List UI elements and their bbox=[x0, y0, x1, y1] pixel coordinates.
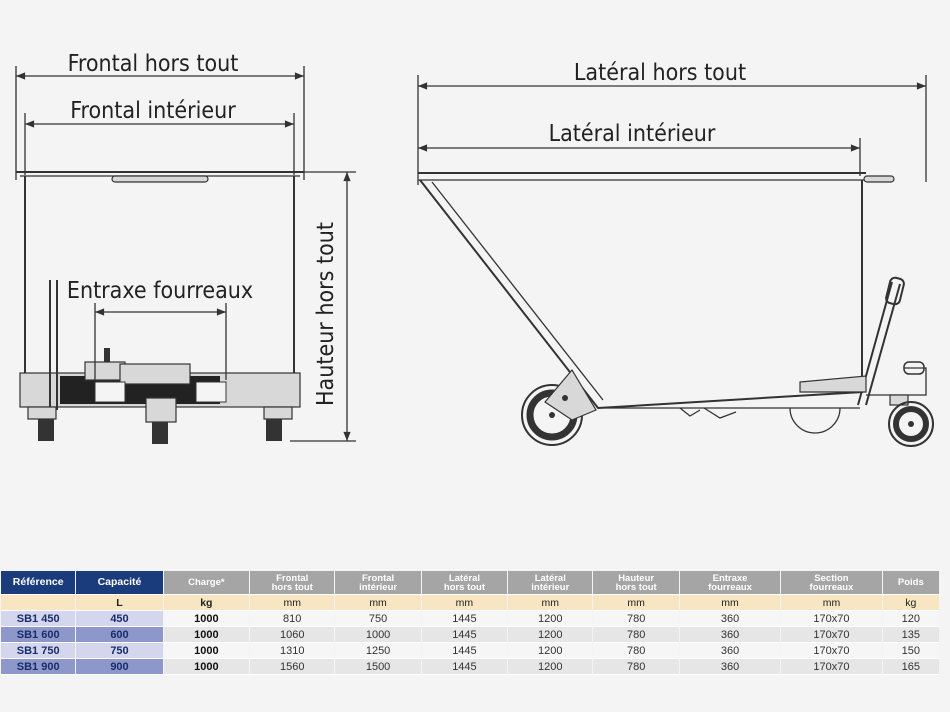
unit-cell: mm bbox=[679, 595, 781, 611]
entraxe-fourreaux-label: Entraxe fourreaux bbox=[67, 278, 253, 304]
unit-cell: mm bbox=[335, 595, 421, 611]
front-view: Frontal hors tout Frontal intérieur Entr… bbox=[15, 51, 356, 444]
unit-cell: mm bbox=[250, 595, 335, 611]
lateral-hors-tout-label: Latéral hors tout bbox=[574, 60, 746, 86]
table-row: SB1 450 450 1000 810 750 1445 1200 780 3… bbox=[1, 611, 939, 627]
unit-cell: L bbox=[76, 595, 163, 611]
unit-cell: mm bbox=[593, 595, 679, 611]
table-row: SB1 600 600 1000 1060 1000 1445 1200 780… bbox=[1, 627, 939, 643]
header-charge: Charge* bbox=[163, 571, 250, 595]
unit-cell: kg bbox=[163, 595, 250, 611]
lateral-interieur-label: Latéral intérieur bbox=[549, 121, 716, 147]
unit-cell: mm bbox=[508, 595, 593, 611]
side-view: Latéral hors tout Latéral intérieur bbox=[417, 60, 934, 447]
header-poids: Poids bbox=[882, 571, 939, 595]
hauteur-hors-tout-label: Hauteur hors tout bbox=[313, 222, 339, 406]
unit-cell: mm bbox=[421, 595, 508, 611]
table-row: SB1 900 900 1000 1560 1500 1445 1200 780… bbox=[1, 659, 939, 675]
units-row: L kg mm mm mm mm mm mm mm kg bbox=[1, 595, 939, 611]
table-row: SB1 750 750 1000 1310 1250 1445 1200 780… bbox=[1, 643, 939, 659]
unit-cell: kg bbox=[882, 595, 939, 611]
technical-drawing: Frontal hors tout Frontal intérieur Entr… bbox=[15, 51, 934, 447]
frontal-hors-tout-label: Frontal hors tout bbox=[68, 51, 239, 77]
header-reference: Référence bbox=[1, 571, 76, 595]
header-capacite: Capacité bbox=[76, 571, 163, 595]
unit-cell: mm bbox=[781, 595, 882, 611]
unit-cell bbox=[1, 595, 76, 611]
frontal-interieur-label: Frontal intérieur bbox=[70, 98, 236, 124]
